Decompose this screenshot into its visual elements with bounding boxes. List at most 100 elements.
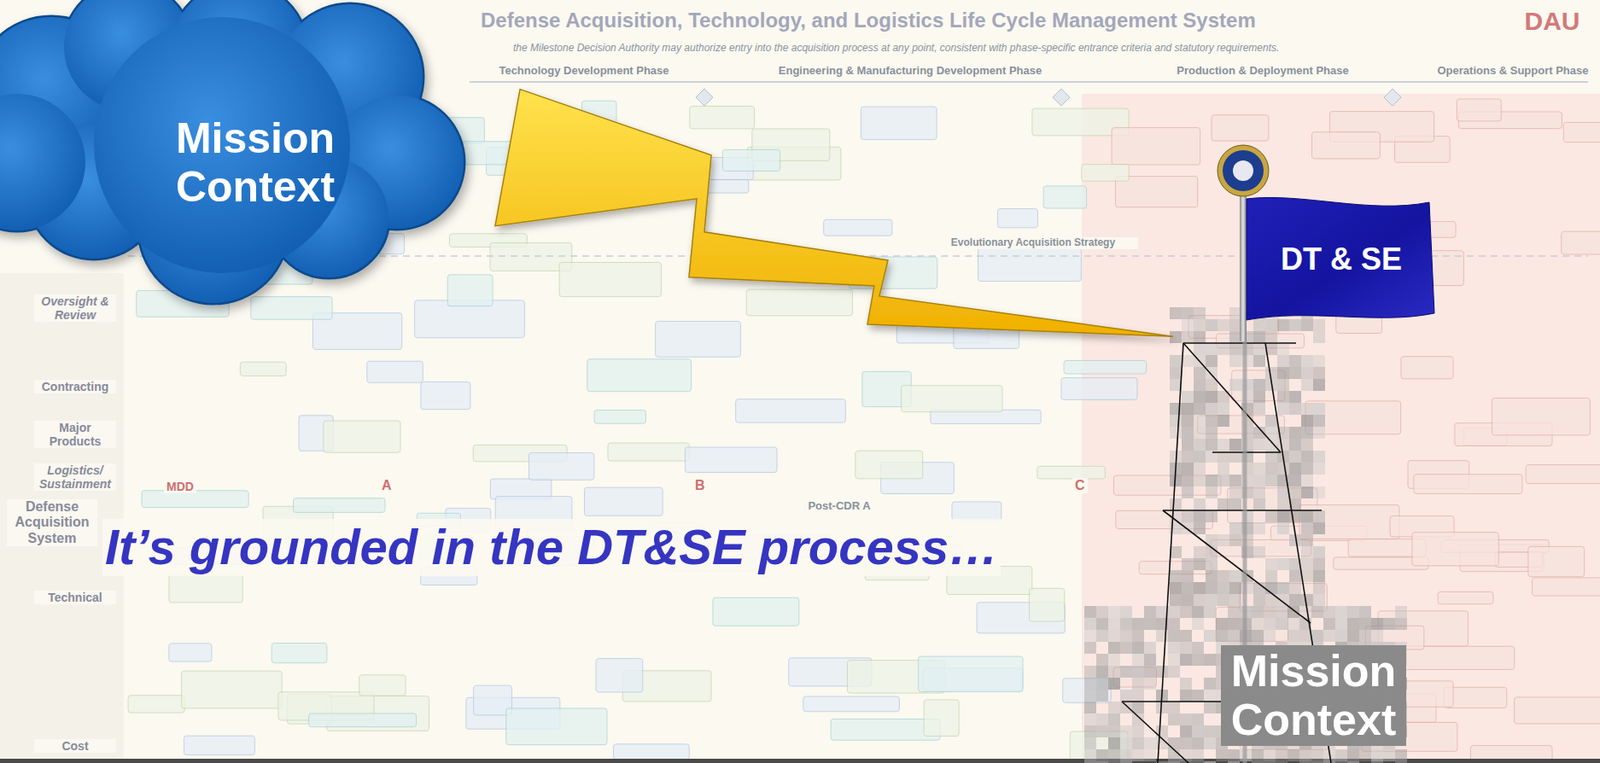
pixel	[1287, 630, 1300, 643]
faint-box	[271, 643, 328, 664]
pixel	[1120, 725, 1133, 738]
faint-box	[1043, 186, 1087, 209]
pixel	[1179, 713, 1192, 726]
pixel	[1084, 677, 1097, 690]
pixel	[1335, 749, 1348, 762]
faint-box	[918, 656, 1023, 693]
pixel	[1313, 510, 1326, 523]
pixel	[1301, 438, 1314, 451]
pixel	[1265, 474, 1278, 487]
pixel	[1287, 618, 1300, 631]
pixel	[1301, 379, 1314, 392]
pixel	[1301, 355, 1314, 368]
pixel	[1277, 391, 1290, 403]
pixel	[1253, 402, 1266, 415]
context-cloud: Mission Context	[0, 0, 466, 304]
pixel	[1251, 618, 1264, 631]
pixel	[1181, 474, 1194, 487]
pixel	[1229, 307, 1242, 320]
pixel	[1253, 343, 1266, 356]
pixel	[1313, 558, 1326, 571]
pixel	[1277, 462, 1290, 475]
pixel	[1263, 618, 1276, 631]
pixel	[1169, 498, 1182, 511]
pixel	[1193, 331, 1206, 344]
pixel	[1395, 606, 1408, 619]
flag-banner: DT & SE	[1173, 142, 1443, 342]
pixel	[1108, 725, 1121, 738]
faint-box	[1401, 356, 1454, 380]
faint-box	[689, 105, 755, 129]
pixel	[1217, 498, 1230, 511]
pixel	[1181, 355, 1194, 368]
pixel	[1120, 749, 1133, 762]
pixel	[1167, 630, 1180, 643]
faint-box	[1532, 578, 1600, 596]
tower-text: Mission Context	[1226, 647, 1402, 745]
pixel	[1277, 319, 1290, 332]
pixel	[1217, 438, 1230, 451]
phase-label: Technology Development Phase	[478, 64, 690, 78]
pixel	[1277, 582, 1290, 595]
faint-box	[722, 149, 780, 171]
faint-box	[594, 410, 646, 425]
pixel	[1193, 582, 1206, 595]
pixel	[1253, 546, 1266, 559]
faint-box	[1412, 532, 1499, 567]
pixel	[1311, 606, 1324, 619]
pixel	[1289, 462, 1302, 475]
pixel	[1227, 630, 1240, 643]
pixel	[1191, 618, 1204, 631]
pixel	[1169, 331, 1182, 344]
pixel	[1217, 343, 1230, 356]
pixel	[1335, 618, 1348, 631]
pixel	[1277, 594, 1290, 607]
row-label: Major Products	[34, 420, 117, 449]
pixel	[1253, 486, 1266, 499]
pixel	[1301, 534, 1314, 547]
pixel	[1229, 486, 1242, 499]
pixel	[1289, 594, 1302, 607]
lattice-strut	[1183, 342, 1297, 345]
pixel	[1265, 558, 1278, 571]
lattice-strut	[1162, 510, 1311, 624]
pixel	[1277, 355, 1290, 368]
pixel	[1167, 701, 1180, 714]
pixel	[1229, 570, 1242, 583]
faint-box	[1456, 99, 1501, 122]
faint-box	[528, 453, 594, 481]
pixel	[1084, 606, 1097, 619]
faint-box	[506, 708, 608, 746]
pixel	[1371, 630, 1384, 643]
pixel	[1193, 594, 1206, 607]
pixel	[1383, 618, 1396, 631]
pixel	[1251, 761, 1264, 763]
pixel	[1096, 665, 1109, 678]
pixel	[1253, 474, 1266, 487]
pixel	[1205, 558, 1218, 571]
pixel	[1193, 391, 1206, 403]
pixel	[1179, 737, 1192, 750]
faint-box	[803, 696, 900, 713]
faint-box	[1028, 588, 1064, 622]
pixel	[1169, 570, 1182, 583]
pixel	[1335, 761, 1348, 763]
faint-box	[923, 700, 959, 737]
pixel	[1205, 486, 1218, 499]
pixel	[1205, 319, 1218, 332]
faint-box	[1061, 378, 1138, 401]
faint-box	[169, 574, 243, 602]
pixel	[1313, 319, 1326, 332]
pixel	[1193, 379, 1206, 392]
flag-text: DT & SE	[1251, 241, 1431, 277]
pixel	[1289, 582, 1302, 595]
faint-box	[997, 209, 1038, 228]
pixel	[1084, 665, 1097, 678]
pixel	[1277, 498, 1290, 511]
pixel	[1323, 630, 1336, 643]
pixel	[1191, 689, 1204, 702]
pixel	[1205, 402, 1218, 415]
pixel	[1167, 618, 1180, 631]
pixel	[1144, 642, 1157, 655]
pixel	[1287, 606, 1300, 619]
